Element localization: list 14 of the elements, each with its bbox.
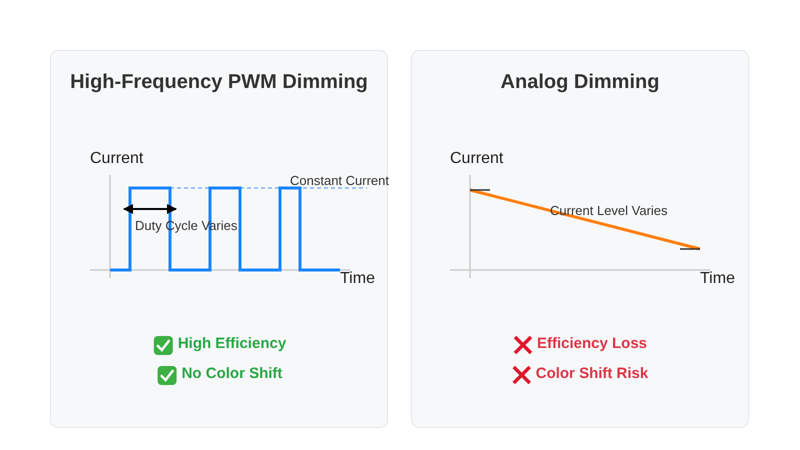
drawback-text: Color Shift Risk: [536, 365, 648, 382]
annotation-label: Constant Current: [290, 173, 389, 188]
annotation-label: Current Level Varies: [550, 203, 668, 218]
drawback-text: Efficiency Loss: [536, 335, 648, 352]
panel-card: [411, 50, 749, 428]
axis-label: Current: [450, 150, 504, 168]
panel-card: [50, 50, 388, 428]
benefit-text: No Color Shift: [182, 365, 282, 382]
axis-label: Time: [700, 270, 735, 288]
panel-title: High-Frequency PWM Dimming: [69, 71, 369, 94]
benefit-text: High Efficiency: [178, 335, 286, 352]
axis-label: Current: [90, 150, 144, 168]
axis-label: Time: [340, 270, 375, 288]
panel-title: Analog Dimming: [500, 71, 660, 94]
